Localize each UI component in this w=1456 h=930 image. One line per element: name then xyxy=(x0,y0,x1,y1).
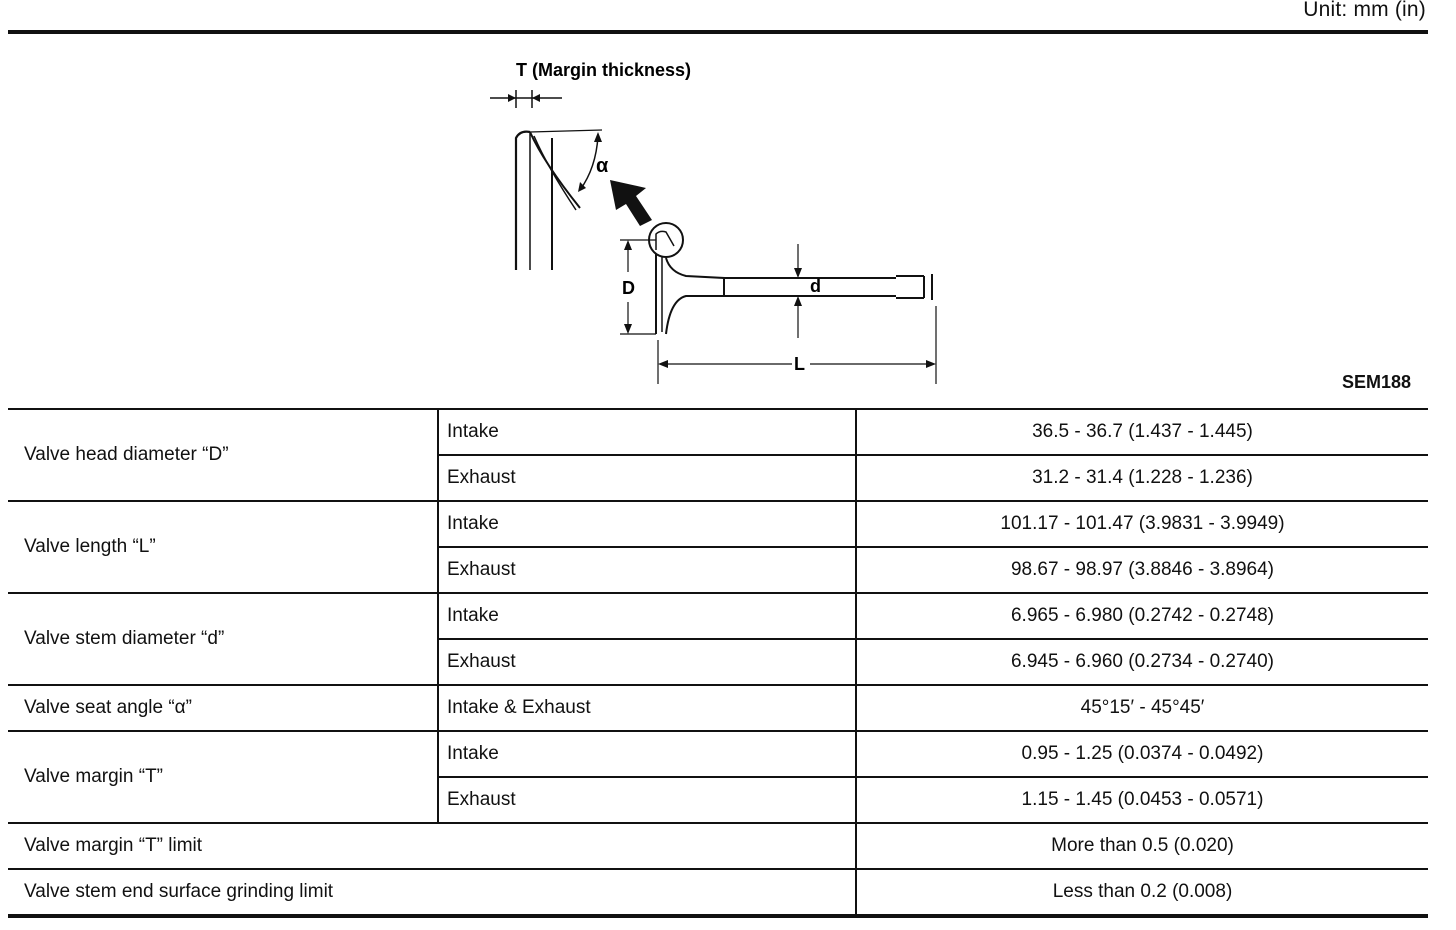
table-row: Valve length “L” Intake 101.17 - 101.47 … xyxy=(8,501,1428,594)
table-row: Valve head diameter “D” Intake 36.5 - 36… xyxy=(8,408,1428,502)
value-cell: 0.95 - 1.25 (0.0374 - 0.0492) xyxy=(855,731,1428,778)
margin-label: T (Margin thickness) xyxy=(516,60,691,80)
item-cell: Valve head diameter “D” xyxy=(8,408,438,502)
table-row: Valve stem diameter “d” Intake 6.965 - 6… xyxy=(8,593,1428,686)
type-cell: Intake xyxy=(437,408,856,456)
alpha-label: α xyxy=(596,155,609,177)
type-cell: Intake xyxy=(437,501,856,548)
table-row: Exhaust 98.67 - 98.97 (3.8846 - 3.8964) xyxy=(8,547,1428,594)
head-diameter-label: D xyxy=(622,278,635,298)
value-cell: 45°15′ - 45°45′ xyxy=(855,685,1428,732)
type-cell: Intake xyxy=(437,731,856,778)
type-cell: Intake & Exhaust xyxy=(437,685,856,732)
value-cell: Less than 0.2 (0.008) xyxy=(855,869,1428,918)
type-cell: Exhaust xyxy=(437,777,856,824)
valve-diagram: T (Margin thickness) α D d L xyxy=(490,60,937,384)
value-cell: 31.2 - 31.4 (1.228 - 1.236) xyxy=(855,455,1428,502)
type-cell: Exhaust xyxy=(437,639,856,686)
table-row: Exhaust 1.15 - 1.45 (0.0453 - 0.0571) xyxy=(8,777,1428,824)
item-cell: Valve stem diameter “d” xyxy=(8,593,438,686)
length-label: L xyxy=(794,354,805,374)
value-cell: 6.965 - 6.980 (0.2742 - 0.2748) xyxy=(855,593,1428,640)
table-row: Exhaust 31.2 - 31.4 (1.228 - 1.236) xyxy=(8,455,1428,502)
table-row: Valve seat angle “α” Intake & Exhaust 45… xyxy=(8,685,1428,732)
top-rule xyxy=(8,30,1428,34)
value-cell: 36.5 - 36.7 (1.437 - 1.445) xyxy=(855,408,1428,456)
value-cell: 98.67 - 98.97 (3.8846 - 3.8964) xyxy=(855,547,1428,594)
value-cell: 6.945 - 6.960 (0.2734 - 0.2740) xyxy=(855,639,1428,686)
table-row: Valve stem end surface grinding limit Le… xyxy=(8,869,1428,918)
item-cell: Valve margin “T” limit xyxy=(8,823,856,870)
item-cell: Valve length “L” xyxy=(8,501,438,594)
figure-code: SEM188 xyxy=(1341,372,1411,392)
item-cell: Valve stem end surface grinding limit xyxy=(8,869,856,918)
type-cell: Exhaust xyxy=(437,547,856,594)
table-row: Valve margin “T” Intake 0.95 - 1.25 (0.0… xyxy=(8,731,1428,824)
valve-spec-table: Valve head diameter “D” Intake 36.5 - 36… xyxy=(8,408,1428,918)
value-cell: More than 0.5 (0.020) xyxy=(855,823,1428,870)
table-row: Exhaust 6.945 - 6.960 (0.2734 - 0.2740) xyxy=(8,639,1428,686)
value-cell: 1.15 - 1.45 (0.0453 - 0.0571) xyxy=(855,777,1428,824)
item-cell: Valve margin “T” xyxy=(8,731,438,824)
type-cell: Exhaust xyxy=(437,455,856,502)
table-row: Valve margin “T” limit More than 0.5 (0.… xyxy=(8,823,1428,870)
type-cell: Intake xyxy=(437,593,856,640)
value-cell: 101.17 - 101.47 (3.9831 - 3.9949) xyxy=(855,501,1428,548)
item-cell: Valve seat angle “α” xyxy=(8,685,438,732)
stem-diameter-label: d xyxy=(810,276,821,296)
unit-label: Unit: mm (in) xyxy=(1303,0,1426,21)
